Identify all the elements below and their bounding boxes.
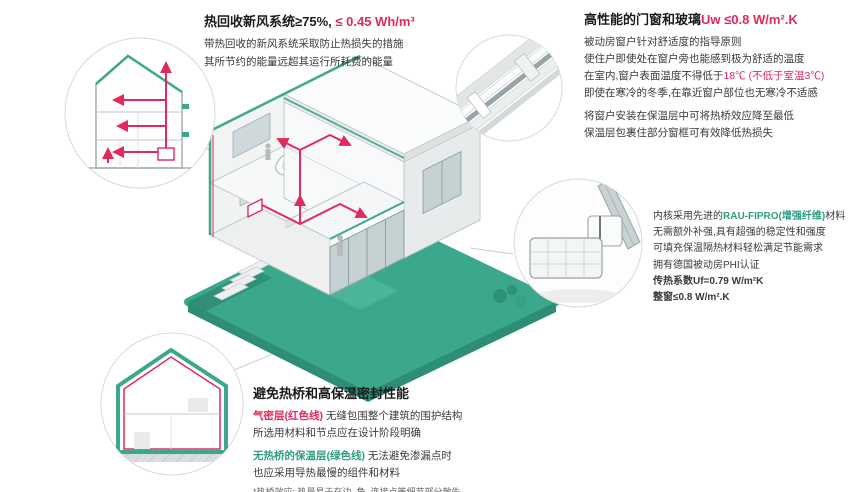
insulation-layer-line-1: 无热桥的保温层(绿色线) 无法避免渗漏点时 xyxy=(253,449,598,464)
heat-recovery-airflow-arrows xyxy=(102,61,175,163)
heat-recovery-note: 热回收新风系统≥75%, ≤ 0.45 Wh/m³ 带热回收的新风系统采取防止热… xyxy=(204,14,534,73)
profile-line-1: 内核采用先进的RAU-FIPRO(增强纤维)材料 xyxy=(653,210,865,224)
insulation-layer-label: 无热桥的保温层(绿色线) xyxy=(253,450,365,463)
windows-line-3-text: 在室内,窗户表面温度不得低于 xyxy=(584,70,724,83)
thermal-bridge-footnote: *热桥效应: 热量易于在边, 角, 连接点等细节部分散失 xyxy=(253,486,461,492)
heat-recovery-title: 热回收新风系统≥75%, ≤ 0.45 Wh/m³ xyxy=(204,14,534,30)
glass-mullions xyxy=(348,219,386,286)
windows-title-value: Uw ≤0.8 W/m².K xyxy=(701,12,798,27)
heat-recovery-title-text: 热回收新风系统≥75%, xyxy=(204,14,336,29)
callout-window-corner-detail xyxy=(455,34,563,142)
airtight-envelope-line xyxy=(123,356,221,450)
callout-thermal-envelope-section xyxy=(100,332,244,476)
profile-line-2: 无需额外补强,具有超强的稳定性和强度 xyxy=(653,227,826,239)
profile-line-1-prefix: 内核采用先进的 xyxy=(653,211,723,222)
windows-title: 高性能的门窗和玻璃Uw ≤0.8 W/m².K xyxy=(584,12,862,28)
person-figure xyxy=(265,143,343,256)
profile-stat-uf: 传热系数Uf=0.79 W/m²K xyxy=(653,275,764,287)
windows-line-5: 将窗户安装在保温层中可将热桥效应降至最低 xyxy=(584,109,794,122)
insulation-layer-text: 无法避免渗漏点时 xyxy=(365,450,452,463)
windows-line-3: 在室内,窗户表面温度不得低于18℃ (不低于室温3℃) xyxy=(584,69,862,84)
profile-stat-uw: 整窗≤0.8 W/m².K xyxy=(653,291,730,303)
insulation-layer-lines xyxy=(208,54,405,240)
profile-line-1-material: RAU-FIPRO(增强纤维) xyxy=(723,211,826,222)
windows-title-text: 高性能的门窗和玻璃 xyxy=(584,12,702,27)
profile-line-3: 可填充保温隔热材料轻松满足节能需求 xyxy=(653,243,823,255)
airtight-layer-line-1: 气密层(红色线) 无缝包围整个建筑的围护结构 xyxy=(253,409,598,424)
profile-material-note: 内核采用先进的RAU-FIPRO(增强纤维)材料 无需额外补强,具有超强的稳定性… xyxy=(653,210,865,307)
heat-recovery-title-value: ≤ 0.45 Wh/m³ xyxy=(335,14,415,29)
heat-recovery-line-1: 带热回收的新风系统采取防止热损失的措施 xyxy=(204,38,404,51)
windows-line-3-value: 18℃ (不低于室温3℃) xyxy=(723,70,825,83)
windows-line-6: 保温层包裹住部分窗框可有效降低热损失 xyxy=(584,126,773,139)
profile-line-4: 拥有德国被动房PHI认证 xyxy=(653,259,760,271)
airtight-layer-text: 无缝包围整个建筑的围护结构 xyxy=(323,410,463,423)
isometric-house-illustration xyxy=(184,54,560,402)
windows-line-1: 被动房窗户针对舒适度的指导原则 xyxy=(584,36,742,49)
insulation-layer-line-2: 也应采用导热最慢的组件和材料 xyxy=(253,466,400,479)
airtight-layer-line-2: 所选用材料和节点应在设计阶段明确 xyxy=(253,427,421,440)
windows-note: 高性能的门窗和玻璃Uw ≤0.8 W/m².K 被动房窗户针对舒适度的指导原则 … xyxy=(584,12,862,143)
callout-window-profile-photo xyxy=(513,178,643,308)
airtight-layer-label: 气密层(红色线) xyxy=(253,410,323,423)
heat-recovery-line-2: 其所节约的能量远超其运行所耗费的能量 xyxy=(204,56,393,69)
profile-line-1-suffix: 材料 xyxy=(825,211,846,222)
thermal-bridge-title: 避免热桥和高保温密封性能 xyxy=(253,386,410,401)
windows-line-4: 即使在寒冷的冬季,在靠近窗户部位也无寒冷不适感 xyxy=(584,86,818,99)
windows-line-2: 使住户即使处在窗户旁也能感到极为舒适的温度 xyxy=(584,53,805,66)
exterior-stairs xyxy=(213,258,273,301)
ventilation-ducts xyxy=(247,134,368,225)
callout-heat-recovery-section xyxy=(64,37,216,189)
house-cutaway xyxy=(208,54,481,296)
thermal-bridge-note: 避免热桥和高保温密封性能 气密层(红色线) 无缝包围整个建筑的围护结构 所选用材… xyxy=(253,386,598,492)
